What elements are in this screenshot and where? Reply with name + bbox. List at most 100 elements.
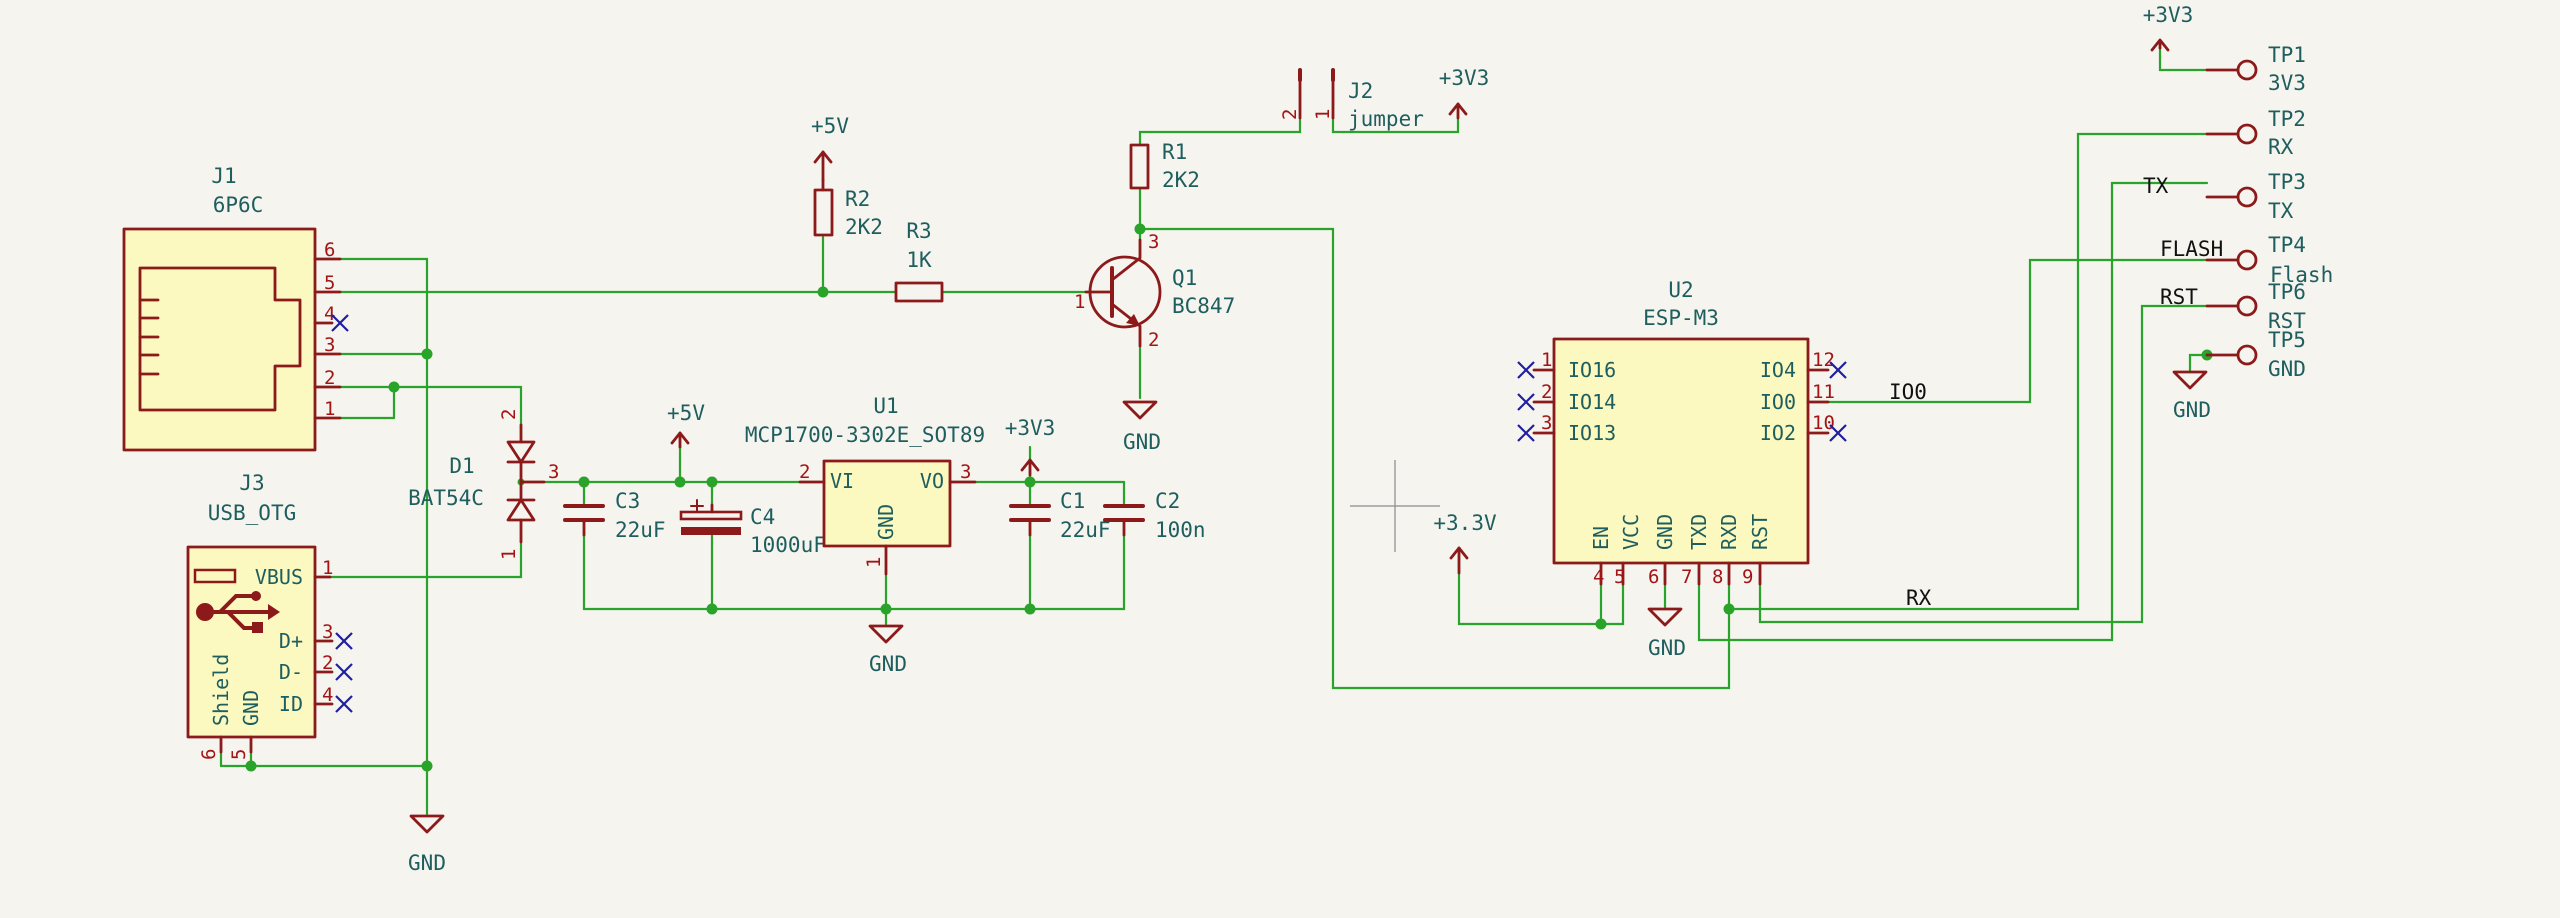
- q1-value: BC847: [1172, 294, 1235, 318]
- u2-en-label: EN: [1589, 526, 1613, 550]
- ground-q1: GND: [1122, 400, 1161, 454]
- u2-io13-label: IO13: [1568, 421, 1616, 445]
- j3-pin-4: 4: [322, 684, 333, 706]
- power-3v3-j2: +3V3: [1439, 66, 1490, 120]
- transistor-q1[interactable]: 1 3 2 Q1 BC847: [1074, 231, 1235, 351]
- j2-ref: J2: [1348, 79, 1373, 103]
- u2-pin-7: 7: [1681, 566, 1692, 588]
- r2-ref: R2: [845, 187, 870, 211]
- net-label-io0: IO0: [1889, 380, 1927, 404]
- power-label: GND: [869, 652, 907, 676]
- c4-value: 1000uF: [750, 533, 826, 557]
- q1-pin-2: 2: [1148, 329, 1159, 351]
- j3-pin-5: 5: [228, 749, 250, 760]
- u2-vcc-label: VCC: [1619, 514, 1643, 550]
- diode-d1[interactable]: 2 3 1 D1 BAT54C: [408, 409, 559, 560]
- power-3v3-u1: +3V3: [1005, 416, 1056, 477]
- u2-io14-label: IO14: [1568, 390, 1616, 414]
- u1-vi-label: VI: [830, 469, 854, 493]
- j2-pin-1: 1: [1312, 109, 1334, 120]
- tp4-ref: TP4: [2268, 233, 2306, 257]
- no-connect-j3-dp: [335, 632, 353, 650]
- power-label: +5V: [811, 114, 849, 138]
- j1-pin-3: 3: [324, 334, 335, 356]
- no-connect-u2-12: [1829, 361, 1847, 379]
- u2-pin-6: 6: [1648, 566, 1659, 588]
- resistor-r1[interactable]: R1 2K2: [1129, 140, 1200, 192]
- module-u2[interactable]: IO16 IO14 IO13 1 2 3 IO4 IO0 IO2 12 11 1…: [1532, 278, 1835, 588]
- power-label: GND: [1648, 636, 1686, 660]
- j1-pin-1: 1: [324, 398, 335, 420]
- testpoint-tp1[interactable]: TP1 3V3: [2205, 43, 2306, 95]
- u2-pin-10: 10: [1812, 412, 1835, 434]
- j3-ref: J3: [239, 471, 264, 495]
- power-label: +3V3: [2143, 3, 2194, 27]
- ground-u2: GND: [1647, 607, 1686, 660]
- power-3v3-tp1: +3V3: [2143, 3, 2194, 52]
- capacitor-c4[interactable]: C4 1000uF: [679, 499, 826, 557]
- power-label: +3V3: [1439, 66, 1490, 90]
- tp4-value: Flash: [2270, 263, 2333, 287]
- u1-value: MCP1700-3302E_SOT89: [745, 423, 985, 447]
- net-label-rst: RST: [2160, 285, 2198, 309]
- resistor-r3[interactable]: R3 1K: [894, 219, 944, 303]
- usb-icon: [196, 591, 280, 633]
- power-5v-u1: +5V: [667, 401, 705, 449]
- q1-ref: Q1: [1172, 266, 1197, 290]
- u2-pin-4: 4: [1593, 566, 1604, 588]
- r3-ref: R3: [906, 219, 931, 243]
- testpoint-tp6[interactable]: TP6 RST: [2205, 280, 2306, 333]
- u2-io2-label: IO2: [1760, 421, 1796, 445]
- tp3-value: TX: [2268, 199, 2294, 223]
- j3-dm-label: D-: [279, 660, 303, 684]
- no-connect-u2-2: [1517, 393, 1535, 411]
- tp1-value: 3V3: [2268, 71, 2306, 95]
- power-label: +3V3: [1005, 416, 1056, 440]
- usb-port-icon: [193, 568, 237, 584]
- j1-pin-6: 6: [324, 239, 335, 261]
- q1-pin-3: 3: [1148, 231, 1159, 253]
- resistor-r2[interactable]: R2 2K2: [813, 178, 883, 239]
- testpoint-tp4[interactable]: TP4 Flash: [2205, 233, 2333, 287]
- ground-tp5: GND: [2172, 370, 2211, 422]
- no-connect-u2-1: [1517, 361, 1535, 379]
- u1-vo-label: VO: [920, 469, 944, 493]
- c3-ref: C3: [615, 489, 640, 513]
- r1-ref: R1: [1162, 140, 1187, 164]
- power-label: +5V: [667, 401, 705, 425]
- u2-io4-label: IO4: [1760, 358, 1796, 382]
- capacitor-c2[interactable]: C2 100n: [1103, 489, 1206, 542]
- u2-value: ESP-M3: [1643, 306, 1719, 330]
- testpoint-tp2[interactable]: TP2 RX: [2205, 107, 2306, 159]
- d1-pin-3: 3: [548, 461, 559, 483]
- j3-value: USB_OTG: [208, 501, 297, 525]
- d1-value: BAT54C: [408, 486, 484, 510]
- no-connect-j3-id: [335, 695, 353, 713]
- origin-cross: [1350, 460, 1440, 552]
- c2-ref: C2: [1155, 489, 1180, 513]
- u2-pin-8: 8: [1712, 566, 1723, 588]
- c1-value: 22uF: [1060, 518, 1111, 542]
- tp5-value: GND: [2268, 357, 2306, 381]
- ground-j1: GND: [408, 814, 446, 875]
- jumper-j2[interactable]: 2 1 J2 jumper: [1279, 68, 1424, 131]
- u2-pin-9: 9: [1742, 566, 1753, 588]
- u2-pin-11: 11: [1812, 381, 1835, 403]
- regulator-u1[interactable]: VI VO GND 2 3 1 U1 MCP1700-3302E_SOT89: [745, 394, 985, 576]
- tp2-value: RX: [2268, 135, 2294, 159]
- u1-pin-2: 2: [799, 461, 810, 483]
- ground-u1: GND: [868, 624, 907, 676]
- u2-pin-12: 12: [1812, 349, 1835, 371]
- j3-id-label: ID: [279, 692, 303, 716]
- no-connect-u2-10: [1829, 424, 1847, 442]
- connector-j3[interactable]: VBUS D+ D- ID Shield GND 1 3 2 4 6 5 J3 …: [186, 471, 333, 760]
- tp3-ref: TP3: [2268, 170, 2306, 194]
- capacitor-c3[interactable]: C3 22uF: [563, 489, 666, 542]
- testpoint-tp5[interactable]: TP5 GND: [2205, 328, 2306, 381]
- capacitor-c1[interactable]: C1 22uF: [1009, 489, 1111, 542]
- testpoint-tp3[interactable]: TP3 TX: [2205, 170, 2306, 223]
- j1-pin-4: 4: [324, 303, 335, 325]
- connector-j1[interactable]: 6 5 4 3 2 1 J1 6P6C: [122, 164, 342, 452]
- net-label-flash: FLASH: [2160, 237, 2223, 261]
